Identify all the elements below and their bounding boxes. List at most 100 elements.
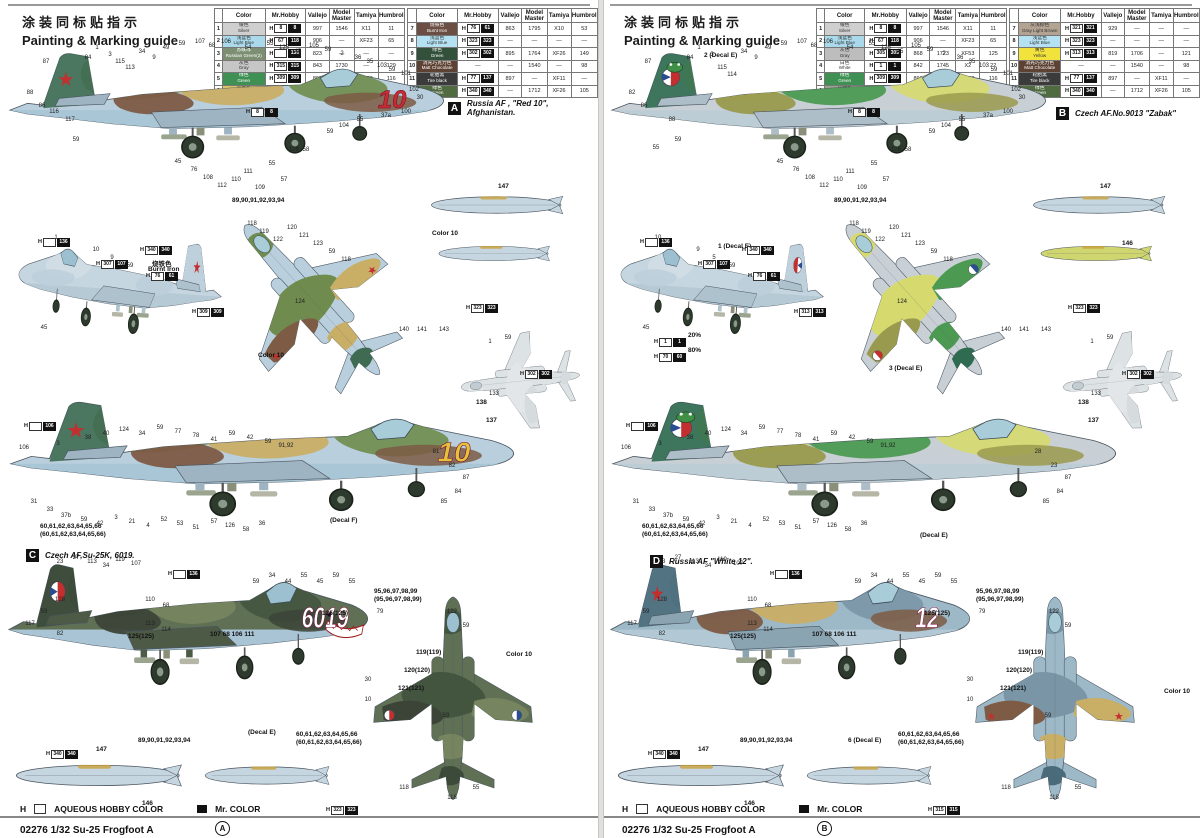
- part-callout: 45: [896, 49, 904, 55]
- part-callout: 59: [264, 439, 272, 445]
- part-callout: 118: [247, 221, 257, 227]
- part-callout: 79: [376, 609, 384, 615]
- annotation-note: (60,61,62,63,64,65,66): [296, 739, 362, 746]
- annotation-note: 146: [1122, 240, 1133, 247]
- page-top-rule: [8, 4, 590, 6]
- annotation-note: 137: [486, 417, 497, 424]
- part-callout: 33: [46, 507, 54, 513]
- annotation-note: 147: [1100, 183, 1111, 190]
- aircraft-view-tank: [436, 244, 554, 263]
- part-callout: 42: [246, 435, 254, 441]
- part-callout: 105: [910, 43, 922, 49]
- part-callout: 119: [259, 229, 269, 235]
- annotation-note: 3 (Decal E): [889, 365, 923, 372]
- part-callout: 108: [202, 175, 214, 181]
- part-callout: 23: [1050, 463, 1058, 469]
- part-callout: 122: [272, 237, 284, 243]
- part-callout: 36: [258, 521, 266, 527]
- part-callout: 107: [796, 39, 808, 45]
- aircraft-view-plan: ★★: [179, 166, 449, 439]
- scheme-letter-badge: B: [1056, 107, 1069, 120]
- part-callout: 82: [448, 463, 456, 469]
- part-callout: 106: [822, 39, 834, 45]
- part-callout: 58: [844, 527, 852, 533]
- part-callout: 59: [328, 249, 336, 255]
- part-callout: 59: [40, 609, 48, 615]
- part-callout: 3: [658, 441, 662, 447]
- part-callout: 49: [764, 45, 772, 51]
- part-callout: 55: [950, 579, 958, 585]
- part-callout: 5: [712, 255, 716, 261]
- annotation-note: 60,61,62,63,64,65,66: [296, 731, 358, 738]
- part-callout: 1: [1090, 339, 1094, 345]
- part-callout: 10: [655, 235, 662, 241]
- part-callout: 42: [96, 521, 104, 527]
- part-callout: 76: [190, 167, 198, 173]
- part-callout: 84: [454, 489, 462, 495]
- part-callout: 91,92: [880, 443, 896, 449]
- annotation-note: 125(125): [730, 633, 757, 640]
- mrcolor-label: Mr. COLOR: [215, 804, 261, 814]
- part-callout: 118: [447, 795, 457, 801]
- annotation-note: 60,61,62,63,64,65,66: [40, 523, 102, 530]
- footer-legend: H AQUEOUS HOBBY COLOR Mr. COLOR: [20, 804, 260, 814]
- part-callout: 34: [870, 573, 878, 579]
- part-callout: 84: [686, 55, 694, 61]
- page-title: 涂装同标贴指示 Painting & Marking guide: [624, 12, 780, 48]
- part-callout: 113: [87, 559, 97, 565]
- part-callout: 9: [152, 55, 156, 61]
- part-callout: 59: [80, 517, 88, 523]
- part-callout: 123: [312, 241, 324, 247]
- annotation-note: 125(125): [322, 610, 349, 617]
- mrcolor-label: Mr. COLOR: [817, 804, 863, 814]
- part-callout: 58: [302, 147, 310, 153]
- part-callout: 103: [978, 63, 990, 69]
- part-callout: 34: [740, 49, 748, 55]
- part-callout: 59: [854, 579, 862, 585]
- part-callout: 87: [462, 475, 470, 481]
- part-callout: 4: [748, 523, 752, 529]
- annotation-note: 89,90,91,92,93,94: [138, 737, 191, 744]
- annotation-note: 120(120): [404, 667, 431, 674]
- part-callout: 82: [56, 631, 64, 637]
- part-callout: 101: [400, 71, 412, 77]
- part-callout: 59: [930, 249, 938, 255]
- title-chinese: 涂装同标贴指示: [624, 15, 744, 30]
- footer-rule: [0, 816, 598, 818]
- svg-text:★: ★: [986, 712, 996, 722]
- aircraft-view-tank: [614, 762, 790, 789]
- part-callout: 59: [780, 41, 788, 47]
- part-callout: 59: [728, 263, 736, 269]
- part-callout: 107: [130, 561, 142, 567]
- annotation-note: 6 (Decal E): [848, 737, 882, 744]
- part-callout: 55: [268, 161, 276, 167]
- annotation-note: (Decal F): [330, 517, 358, 524]
- part-callout: 41: [812, 437, 820, 443]
- part-callout: 125: [880, 45, 892, 51]
- part-callout: 104: [940, 123, 952, 129]
- svg-text:★: ★: [58, 70, 74, 89]
- aqueous-chip: H: [622, 804, 629, 814]
